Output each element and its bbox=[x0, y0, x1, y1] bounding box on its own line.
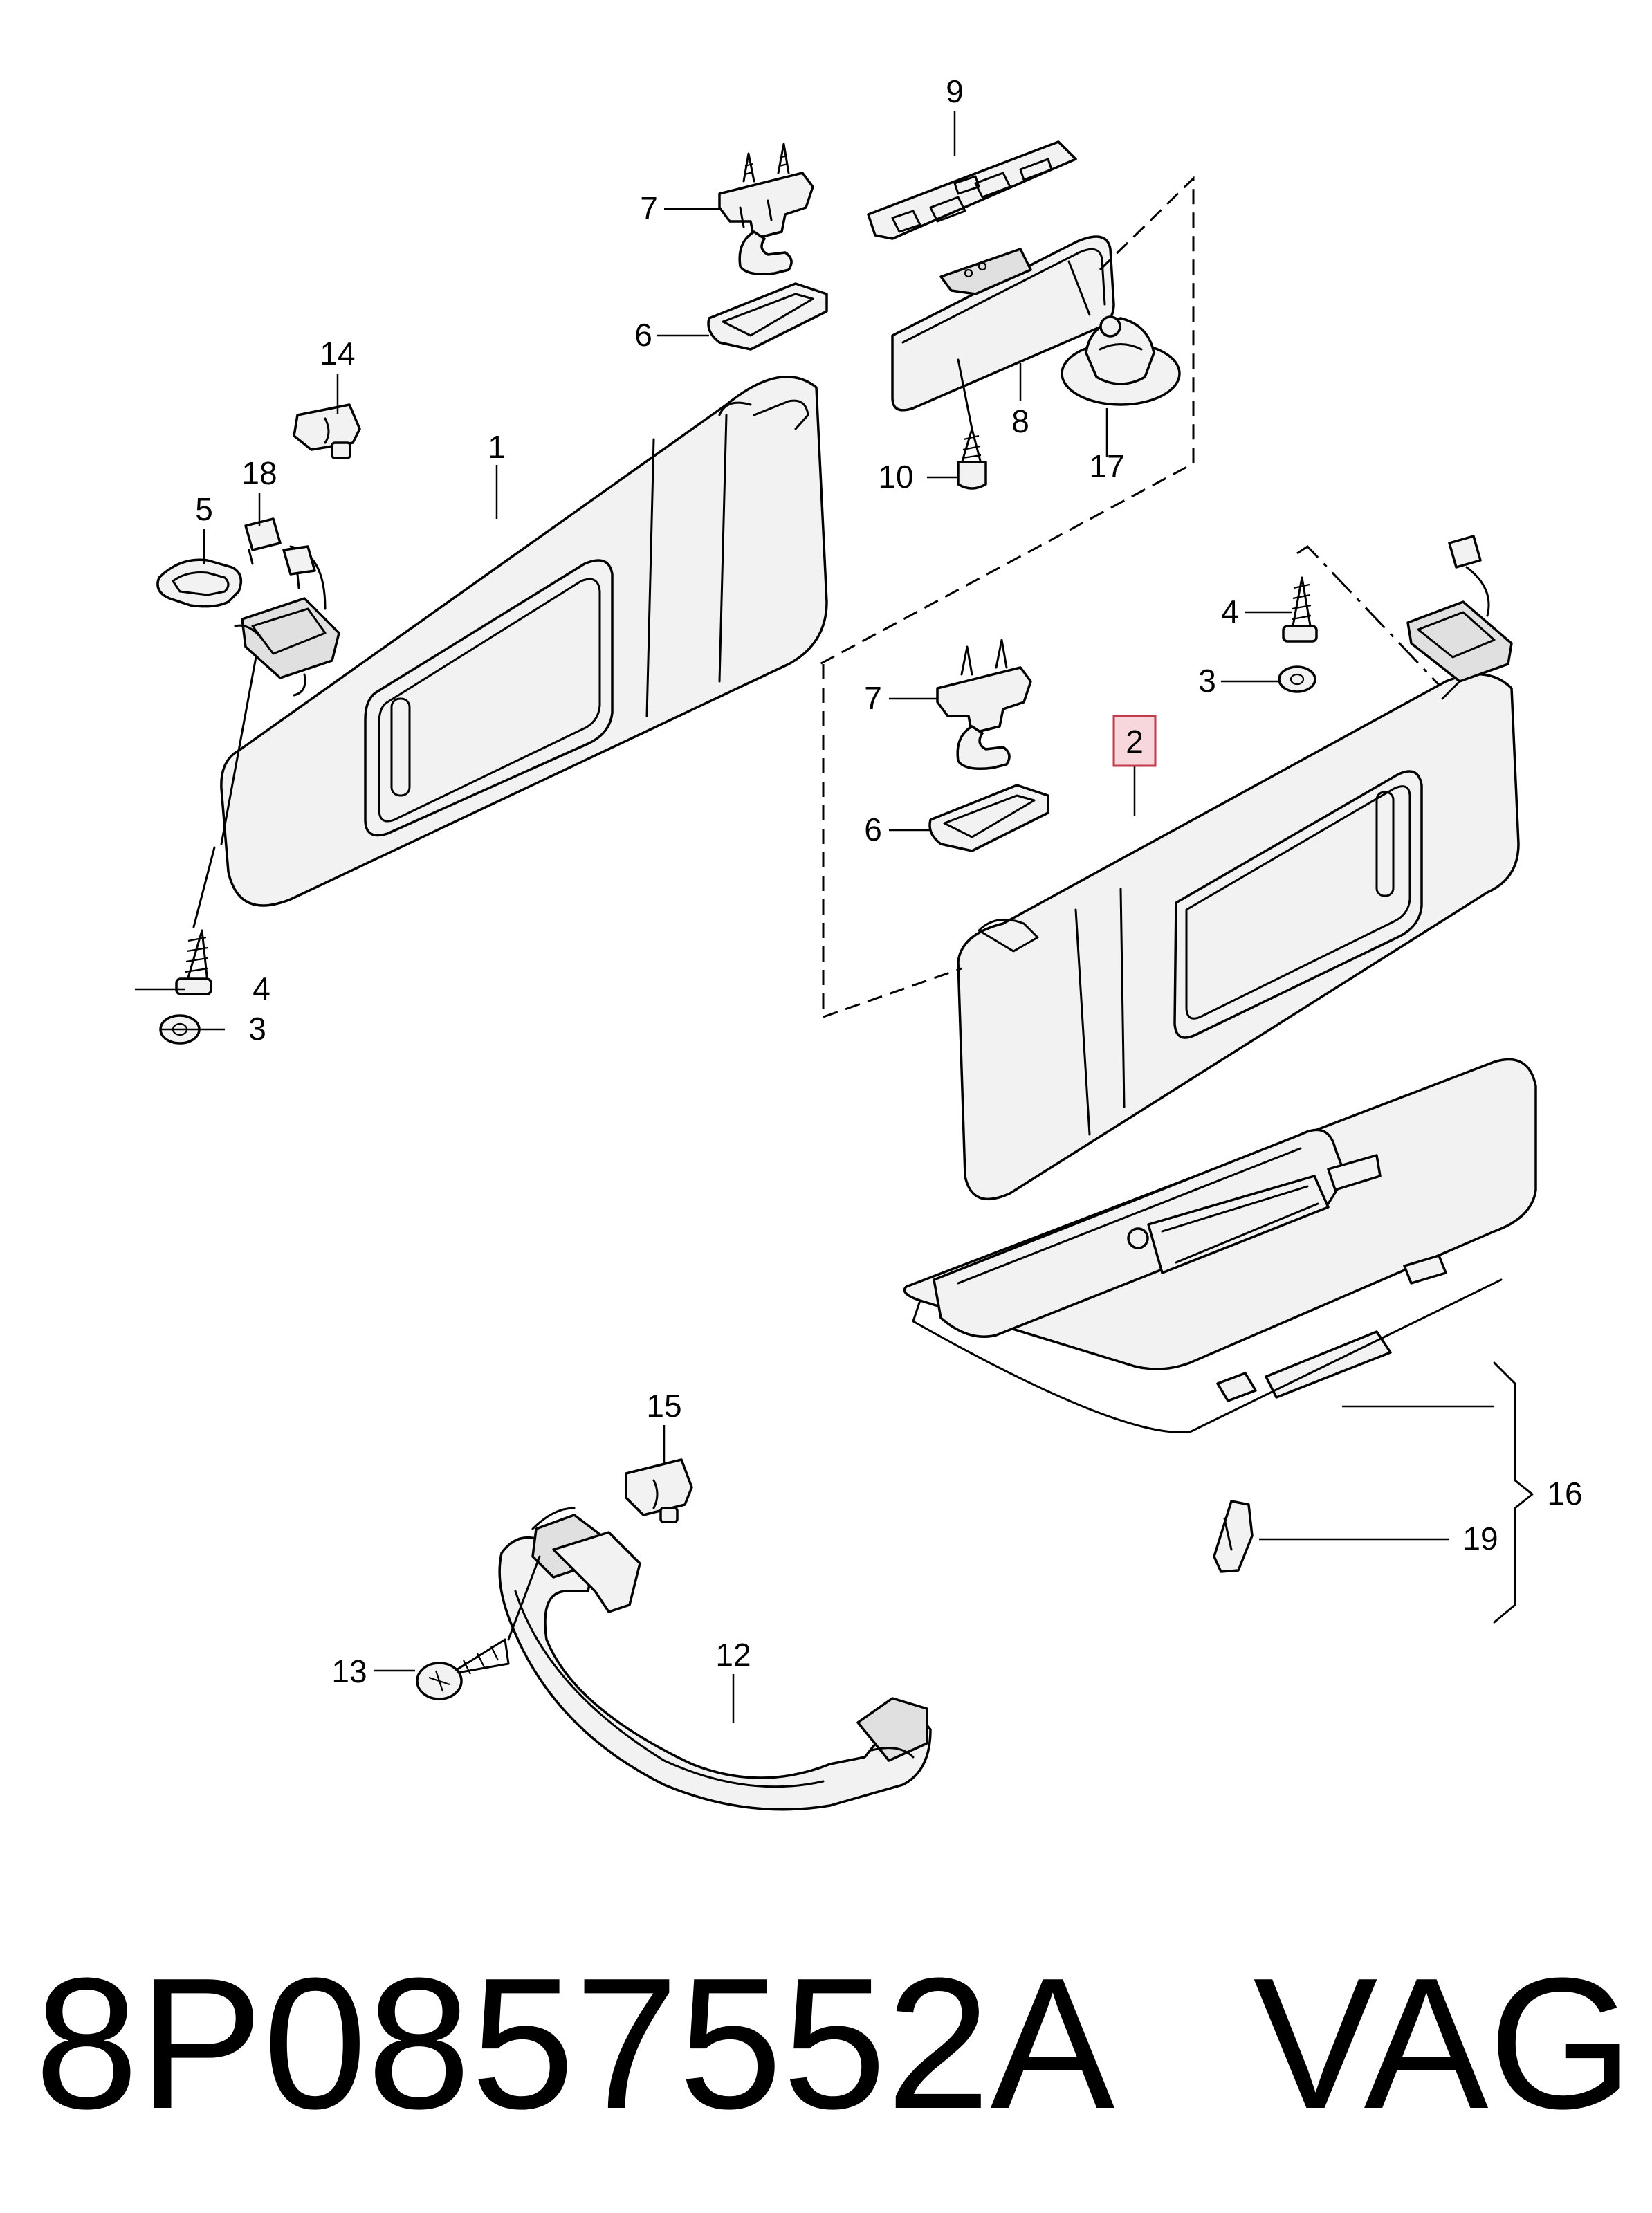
mount-bracket-7-upper bbox=[718, 143, 814, 275]
clip-14 bbox=[293, 403, 361, 459]
cover-6-lower bbox=[928, 784, 1049, 852]
callout-19: 19 bbox=[1462, 1521, 1498, 1557]
callout-3: 3 bbox=[1198, 663, 1216, 699]
left-sun-visor bbox=[220, 376, 828, 907]
footer-caption: 8P0857552A VAG bbox=[35, 1930, 1634, 2158]
screw-13 bbox=[416, 1638, 510, 1700]
callout-10: 10 bbox=[878, 459, 913, 495]
callout-6: 6 bbox=[864, 811, 882, 847]
callout-9: 9 bbox=[946, 73, 964, 109]
callout-2-highlight[interactable]: 2 bbox=[1112, 715, 1157, 767]
callout-17: 17 bbox=[1089, 448, 1124, 484]
headliner-panel-16 bbox=[903, 1058, 1537, 1434]
cover-6-upper bbox=[707, 282, 828, 351]
callout-13: 13 bbox=[331, 1653, 367, 1689]
callout-4: 4 bbox=[253, 971, 270, 1007]
callout-7: 7 bbox=[864, 680, 882, 716]
brand-name: VAG bbox=[1253, 1940, 1634, 2148]
grab-handle-12 bbox=[498, 1507, 932, 1811]
callout-5: 5 bbox=[195, 491, 213, 527]
part-number: 8P0857552A bbox=[35, 1940, 1115, 2148]
screw-10 bbox=[957, 428, 987, 490]
callout-2: 2 bbox=[1126, 724, 1144, 760]
callout-4: 4 bbox=[1221, 594, 1239, 630]
callout-12: 12 bbox=[715, 1637, 751, 1673]
clip-19 bbox=[1213, 1500, 1254, 1573]
callout-16: 16 bbox=[1547, 1476, 1582, 1512]
callout-3: 3 bbox=[248, 1011, 266, 1047]
connector-18 bbox=[244, 517, 316, 589]
callout-8: 8 bbox=[1011, 403, 1029, 439]
vanity-mirror-8 bbox=[891, 235, 1115, 412]
callout-6: 6 bbox=[634, 317, 652, 353]
callout-7: 7 bbox=[640, 190, 658, 226]
left-screw-4 bbox=[175, 929, 212, 995]
right-clip-3 bbox=[1278, 665, 1316, 693]
cap-5 bbox=[156, 558, 243, 608]
callout-18: 18 bbox=[241, 455, 277, 491]
mirror-bracket-9 bbox=[867, 140, 1077, 240]
callout-1: 1 bbox=[488, 429, 506, 465]
clip-15 bbox=[625, 1458, 693, 1523]
right-screw-4 bbox=[1282, 576, 1318, 643]
right-sun-visor bbox=[957, 535, 1520, 1200]
mount-bracket-7-lower bbox=[936, 639, 1032, 770]
leader-lines bbox=[135, 111, 1494, 1723]
plug-17 bbox=[1061, 315, 1181, 406]
callout-15: 15 bbox=[646, 1388, 681, 1424]
callout-14: 14 bbox=[320, 336, 355, 371]
